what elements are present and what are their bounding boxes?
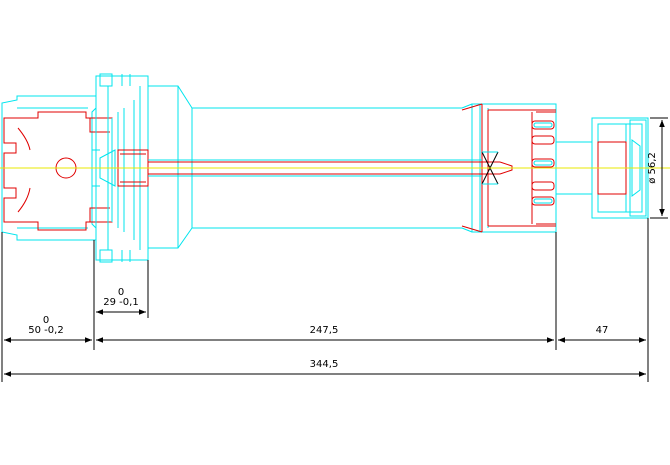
flange-length-label: 29 -0,1 [103,297,138,308]
dimension-labels: 0 50 -0,2 0 29 -0,1 247,5 47 344,5 ø 56,… [28,152,658,370]
diameter-label: ø 56,2 [647,152,658,184]
hsk-length-label: 50 -0,2 [28,325,63,336]
body-length-label: 247,5 [310,325,339,336]
nut-length-label: 47 [596,325,609,336]
extension-body [192,103,473,233]
dimension-lines [4,120,665,377]
total-length-label: 344,5 [310,359,339,370]
hsk-upper-tolerance: 0 [43,315,49,326]
extension-lines [1,117,668,382]
flange-upper-tolerance: 0 [118,287,124,298]
